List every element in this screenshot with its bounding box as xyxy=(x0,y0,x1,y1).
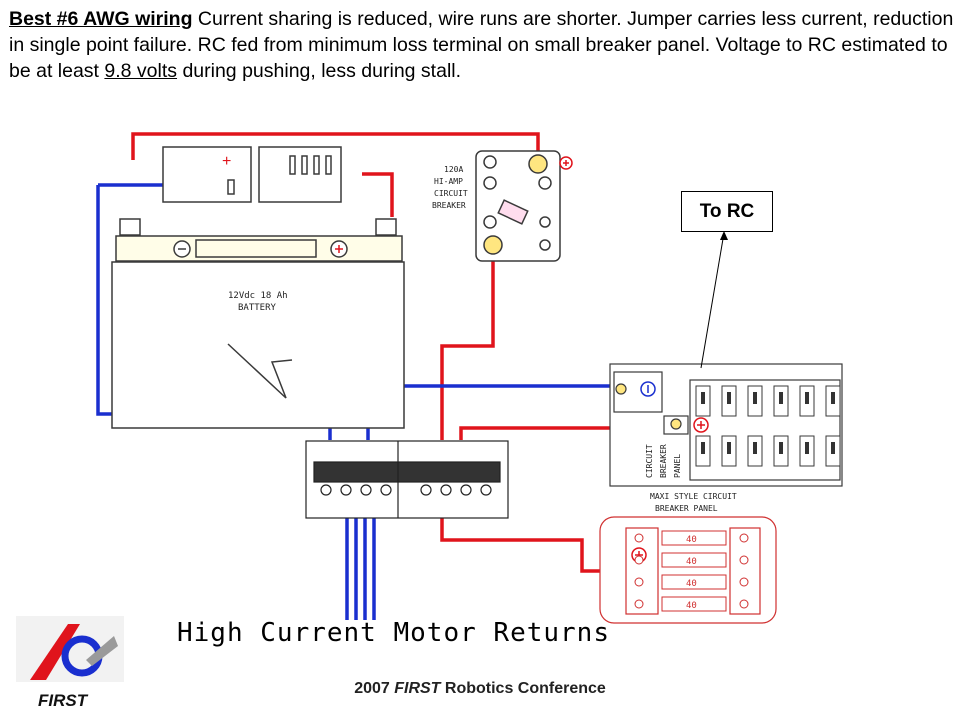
breaker-label: 120A HI-AMP CIRCUIT BREAKER xyxy=(432,165,468,210)
fuse-slot-blade xyxy=(701,442,705,454)
fuse-slot-blade xyxy=(779,392,783,404)
cb-panel-label-1: CIRCUIT xyxy=(645,444,654,478)
anderson-connector: + xyxy=(162,146,342,203)
battery-label-1: 12Vdc 18 Ah xyxy=(228,291,288,301)
footer-year: 2007 xyxy=(354,680,395,697)
header-body: Current sharing is reduced, wire runs ar… xyxy=(9,8,954,82)
fuse-slot-blade xyxy=(831,392,835,404)
first-logo: FIRST xyxy=(16,616,124,710)
fuse-slots xyxy=(695,385,841,467)
maxi-fuse-rating: 40 xyxy=(686,535,697,545)
header-paragraph: Best #6 AWG wiring Current sharing is re… xyxy=(9,6,954,84)
maxi-fuse-panel xyxy=(599,516,777,624)
rc-arrowhead xyxy=(720,231,728,240)
maxi-terminal xyxy=(739,577,749,587)
maxi-terminal xyxy=(634,533,644,543)
fuse-slot-blade xyxy=(753,442,757,454)
main-circuit-breaker xyxy=(475,150,561,262)
rc-arrow xyxy=(700,232,725,369)
battery xyxy=(111,218,405,429)
maxi-fuse-rating: 40 xyxy=(686,579,697,589)
wire-red-to-panel xyxy=(459,426,672,440)
maxi-terminal xyxy=(634,577,644,587)
maxi-label-1: MAXI STYLE CIRCUIT xyxy=(650,492,737,501)
wire-red-connector xyxy=(362,172,394,217)
breaker-label-4: BREAKER xyxy=(432,201,466,210)
minus-symbol-panel xyxy=(640,381,656,397)
wire-red-top xyxy=(131,132,540,160)
maxi-terminal xyxy=(739,555,749,565)
connector-left xyxy=(162,146,252,203)
cb-panel-label-2: BREAKER xyxy=(659,444,668,478)
breaker-label-1: 120A xyxy=(444,165,463,174)
maxi-terminal xyxy=(634,555,644,565)
header-end: during pushing, less during stall. xyxy=(177,60,462,82)
fuse-slot-blade xyxy=(805,392,809,404)
footer-conference: 2007 FIRST Robotics Conference xyxy=(0,680,960,698)
maxi-fuse xyxy=(661,552,727,568)
voltage-value: 9.8 volts xyxy=(104,60,178,82)
footer-rest: Robotics Conference xyxy=(440,680,606,697)
cb-panel-label-3: PANEL xyxy=(673,454,682,478)
header-title: Best #6 AWG wiring xyxy=(9,8,193,30)
motor-returns-label: High Current Motor Returns xyxy=(177,618,610,648)
fuse-slot-blade xyxy=(805,442,809,454)
maxi-terminal xyxy=(739,599,749,609)
fuse-slot-blade xyxy=(753,392,757,404)
fuse-slot-blade xyxy=(779,442,783,454)
wire-blue-to-panel xyxy=(366,384,614,440)
svg-text:+: + xyxy=(222,153,231,170)
maxi-terminal xyxy=(739,533,749,543)
fuse-slot-blade xyxy=(727,392,731,404)
breaker-label-2: HI-AMP xyxy=(434,177,463,186)
fuse-slot-blade xyxy=(701,392,705,404)
footer-first: FIRST xyxy=(394,680,441,697)
maxi-terminal xyxy=(634,599,644,609)
plus-symbol-panel xyxy=(693,417,709,433)
maxi-fuses: 40 40 40 40 xyxy=(634,530,749,612)
terminal-bus xyxy=(305,440,509,519)
wire-red-to-maxi xyxy=(440,518,632,573)
fuse-slot-blade xyxy=(831,442,835,454)
maxi-label-2: BREAKER PANEL xyxy=(655,504,718,513)
breaker-label-3: CIRCUIT xyxy=(434,189,468,198)
plus-symbol-breaker xyxy=(559,156,573,170)
maxi-fuse-rating: 40 xyxy=(686,557,697,567)
maxi-fuse-rating: 40 xyxy=(686,601,697,611)
maxi-fuse xyxy=(661,574,727,590)
maxi-fuse xyxy=(661,596,727,612)
maxi-fuse xyxy=(661,530,727,546)
to-rc-label: To RC xyxy=(681,191,773,232)
battery-label-2: BATTERY xyxy=(238,303,277,313)
first-logo-text: FIRST xyxy=(38,691,89,710)
fuse-slot-blade xyxy=(727,442,731,454)
positive-wires xyxy=(131,132,672,573)
wire-red-breaker-to-bus xyxy=(440,250,495,440)
